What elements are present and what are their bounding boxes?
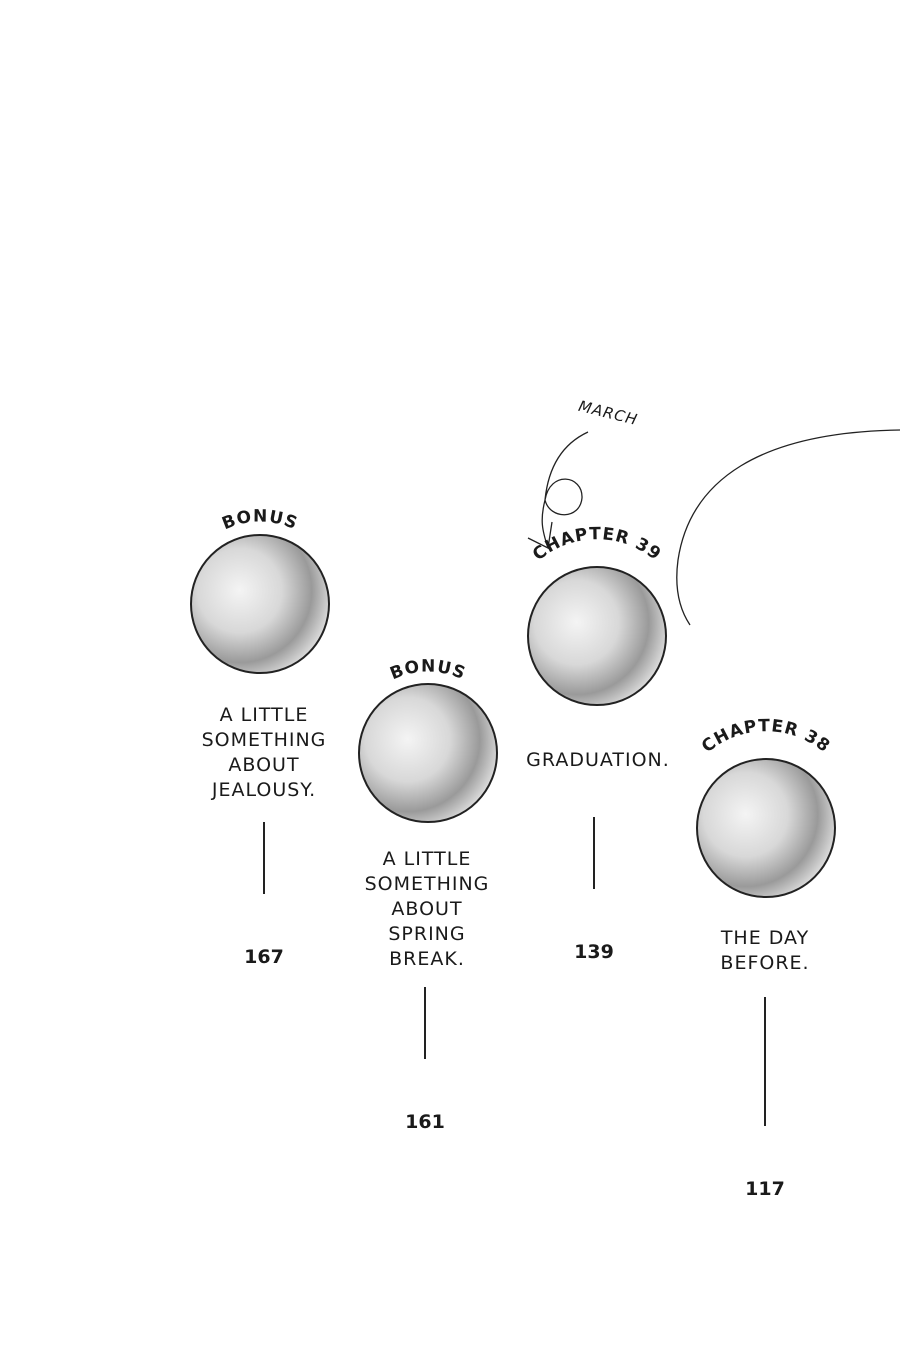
chapter-title: A LITTLE SOMETHING ABOUT SPRING BREAK. xyxy=(364,848,490,970)
timeline-curve xyxy=(676,429,900,626)
entry-label: CHAPTER 38 xyxy=(698,716,833,757)
divider xyxy=(593,817,595,889)
chapter-title: A LITTLE SOMETHING ABOUT JEALOUSY. xyxy=(201,704,327,801)
chapter-illustration xyxy=(190,534,330,674)
svg-text:BONUS: BONUS xyxy=(387,657,468,685)
entry-label: BONUS xyxy=(219,507,300,535)
divider xyxy=(424,987,426,1059)
march-arrow-icon xyxy=(541,431,589,549)
chapter-illustration xyxy=(527,566,667,706)
page-number: 117 xyxy=(745,1178,785,1200)
chapter-illustration xyxy=(696,758,836,898)
entry-label: BONUS xyxy=(387,657,468,685)
page-number: 161 xyxy=(405,1111,445,1133)
svg-text:CHAPTER 38: CHAPTER 38 xyxy=(698,716,834,757)
page-number: 167 xyxy=(244,946,284,968)
divider xyxy=(263,822,265,894)
svg-text:BONUS: BONUS xyxy=(219,507,300,535)
chapter-illustration xyxy=(358,683,498,823)
entry-label: CHAPTER 39 xyxy=(529,524,664,565)
chapter-title: THE DAY BEFORE. xyxy=(720,927,810,974)
svg-text:CHAPTER 39: CHAPTER 39 xyxy=(529,524,665,565)
page-number: 139 xyxy=(574,941,614,963)
chapter-title: GRADUATION. xyxy=(526,749,670,771)
divider xyxy=(764,997,766,1126)
